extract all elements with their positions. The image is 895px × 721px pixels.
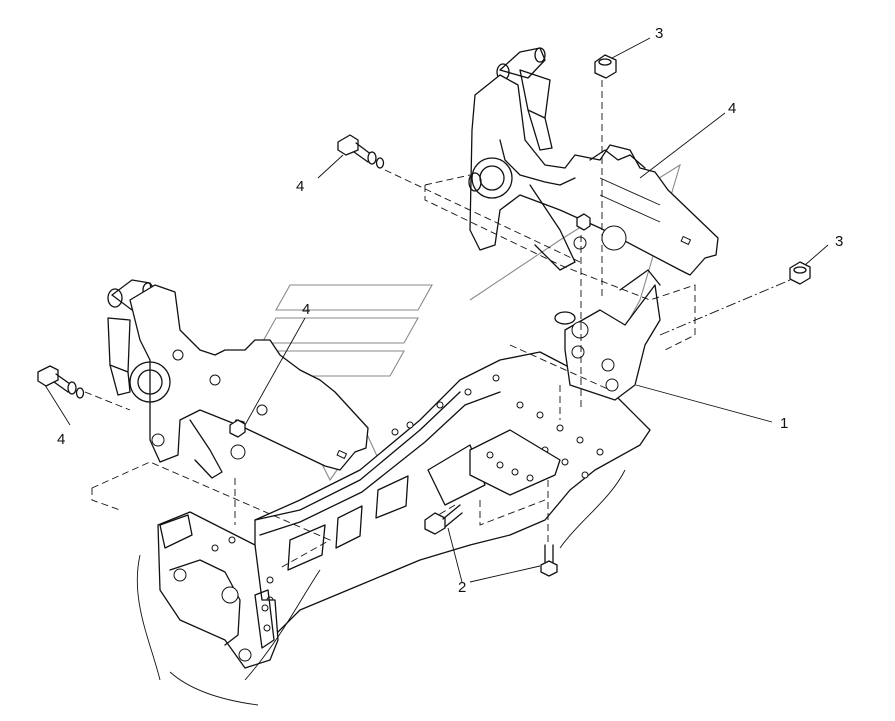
leader-lines [44,37,829,583]
main-frame [136,269,661,706]
left-bracket [107,279,369,479]
callout-4-middle: 4 [302,301,310,318]
alignment-dashes [84,80,791,569]
callout-3-top: 3 [655,25,663,42]
callout-4-upper-left: 4 [296,178,304,195]
callout-4-upper-right: 4 [728,100,736,117]
callout-2: 2 [458,579,466,596]
callout-labels: 3 4 4 3 4 4 1 2 [57,25,843,596]
callout-4-left: 4 [57,431,65,448]
callout-1: 1 [780,415,788,432]
callout-3-right: 3 [835,233,843,250]
fasteners [37,54,811,577]
upper-right-bracket [468,47,719,276]
